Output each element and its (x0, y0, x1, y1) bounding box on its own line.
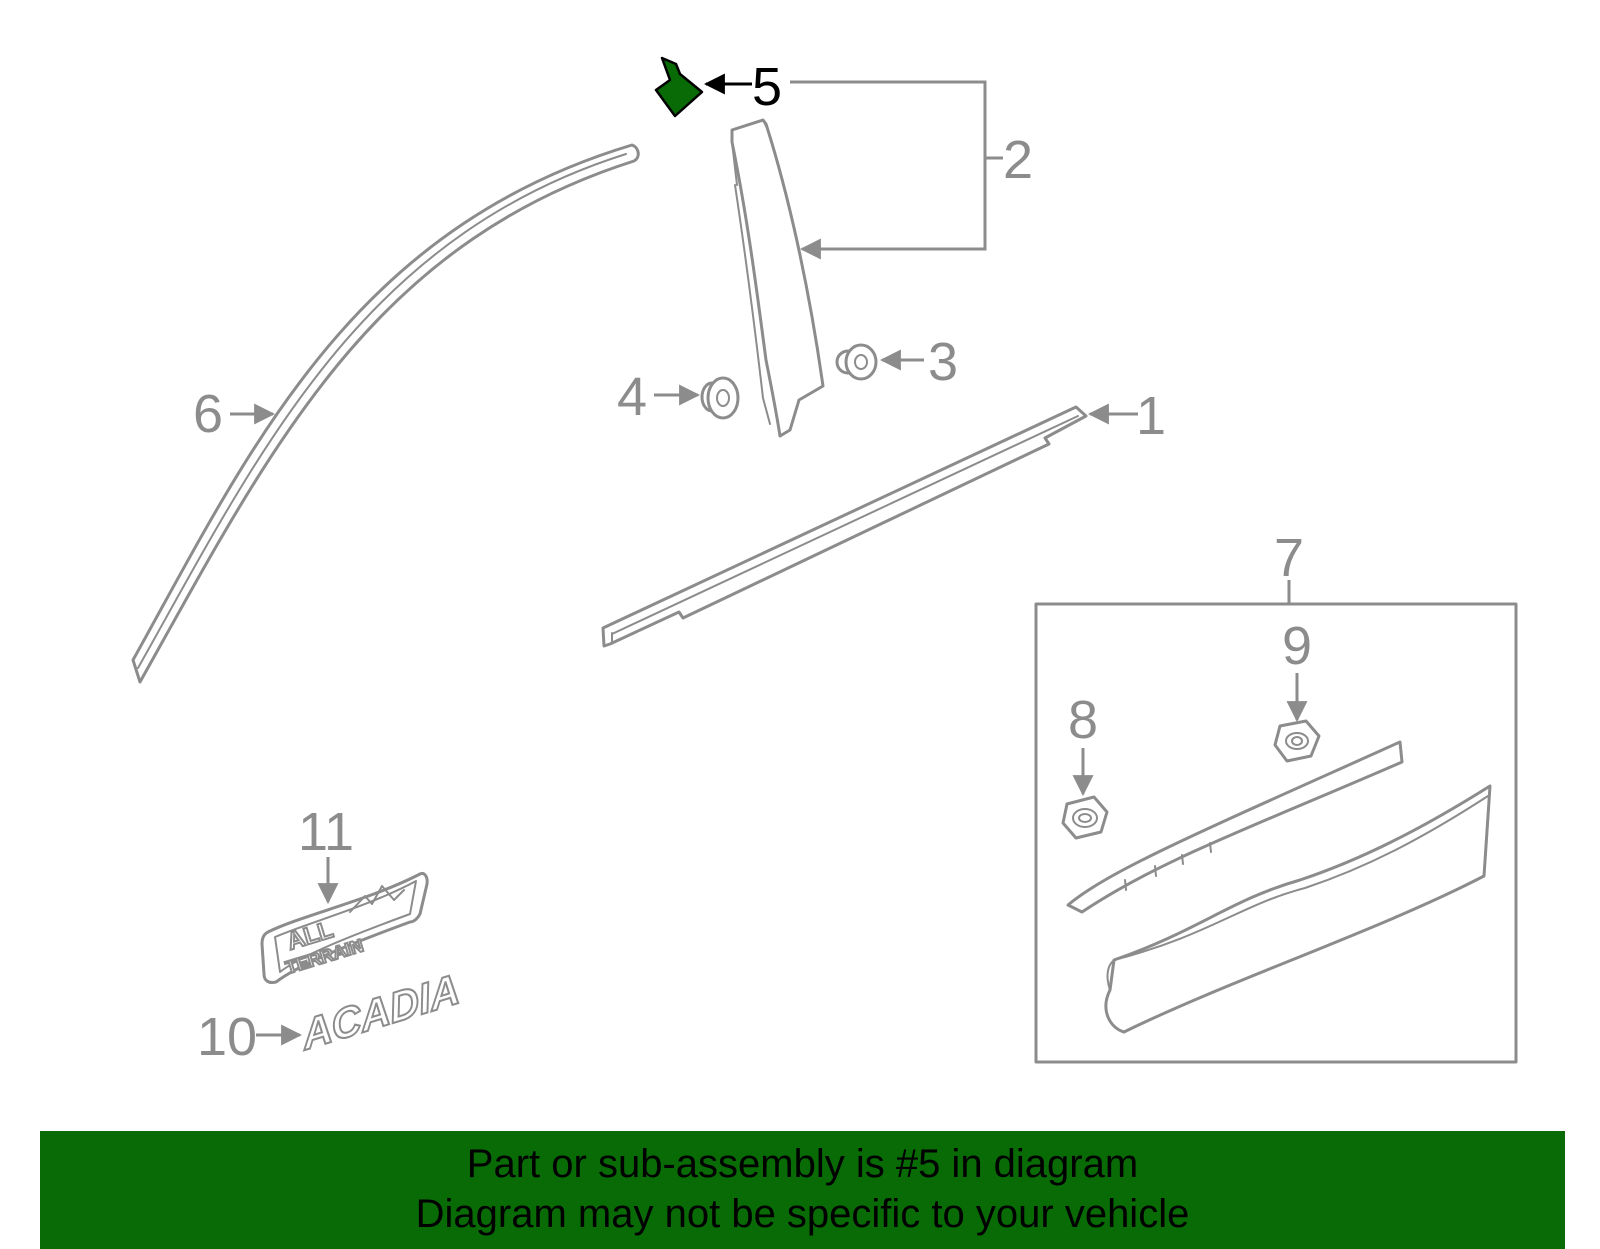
callout-6: 6 (193, 384, 223, 444)
part-6-roof-molding[interactable] (131, 143, 640, 684)
callout-2: 2 (1003, 130, 1033, 190)
footer-banner: Part or sub-assembly is #5 in diagram Di… (40, 1131, 1565, 1249)
part-11-all-terrain-emblem[interactable]: ALL TERRAIN (260, 857, 429, 984)
callout-3: 3 (928, 332, 958, 392)
callout-5: 5 (752, 57, 782, 117)
callout-7: 7 (1274, 528, 1304, 588)
callout-10: 10 (197, 1007, 257, 1067)
part-4-nut[interactable] (654, 376, 740, 420)
part-5-highlighted[interactable] (654, 56, 752, 118)
footer-line-1: Part or sub-assembly is #5 in diagram (466, 1142, 1139, 1186)
part-1-belt-molding[interactable] (601, 403, 1138, 648)
part-7-molding-kit-box[interactable] (1034, 580, 1518, 1064)
callout-8: 8 (1068, 690, 1098, 750)
part-10-acadia-emblem[interactable]: ACADIA (256, 964, 464, 1060)
emblem-acadia-text: ACADIA (298, 965, 462, 1060)
callout-4: 4 (617, 367, 647, 427)
part-9-nut[interactable] (1273, 673, 1321, 763)
callout-9: 9 (1282, 616, 1312, 676)
part-3-clip[interactable] (835, 343, 924, 381)
callout-1: 1 (1136, 386, 1166, 446)
part-7-upper-molding-strip[interactable] (1066, 740, 1404, 914)
callout-2-bracket (790, 80, 1003, 260)
callout-11: 11 (298, 802, 354, 862)
part-7-rocker-molding[interactable] (1104, 784, 1492, 1034)
part-2-pillar-applique[interactable] (730, 118, 825, 438)
part-8-nut[interactable] (1061, 748, 1109, 840)
footer-line-2: Diagram may not be specific to your vehi… (415, 1192, 1190, 1236)
